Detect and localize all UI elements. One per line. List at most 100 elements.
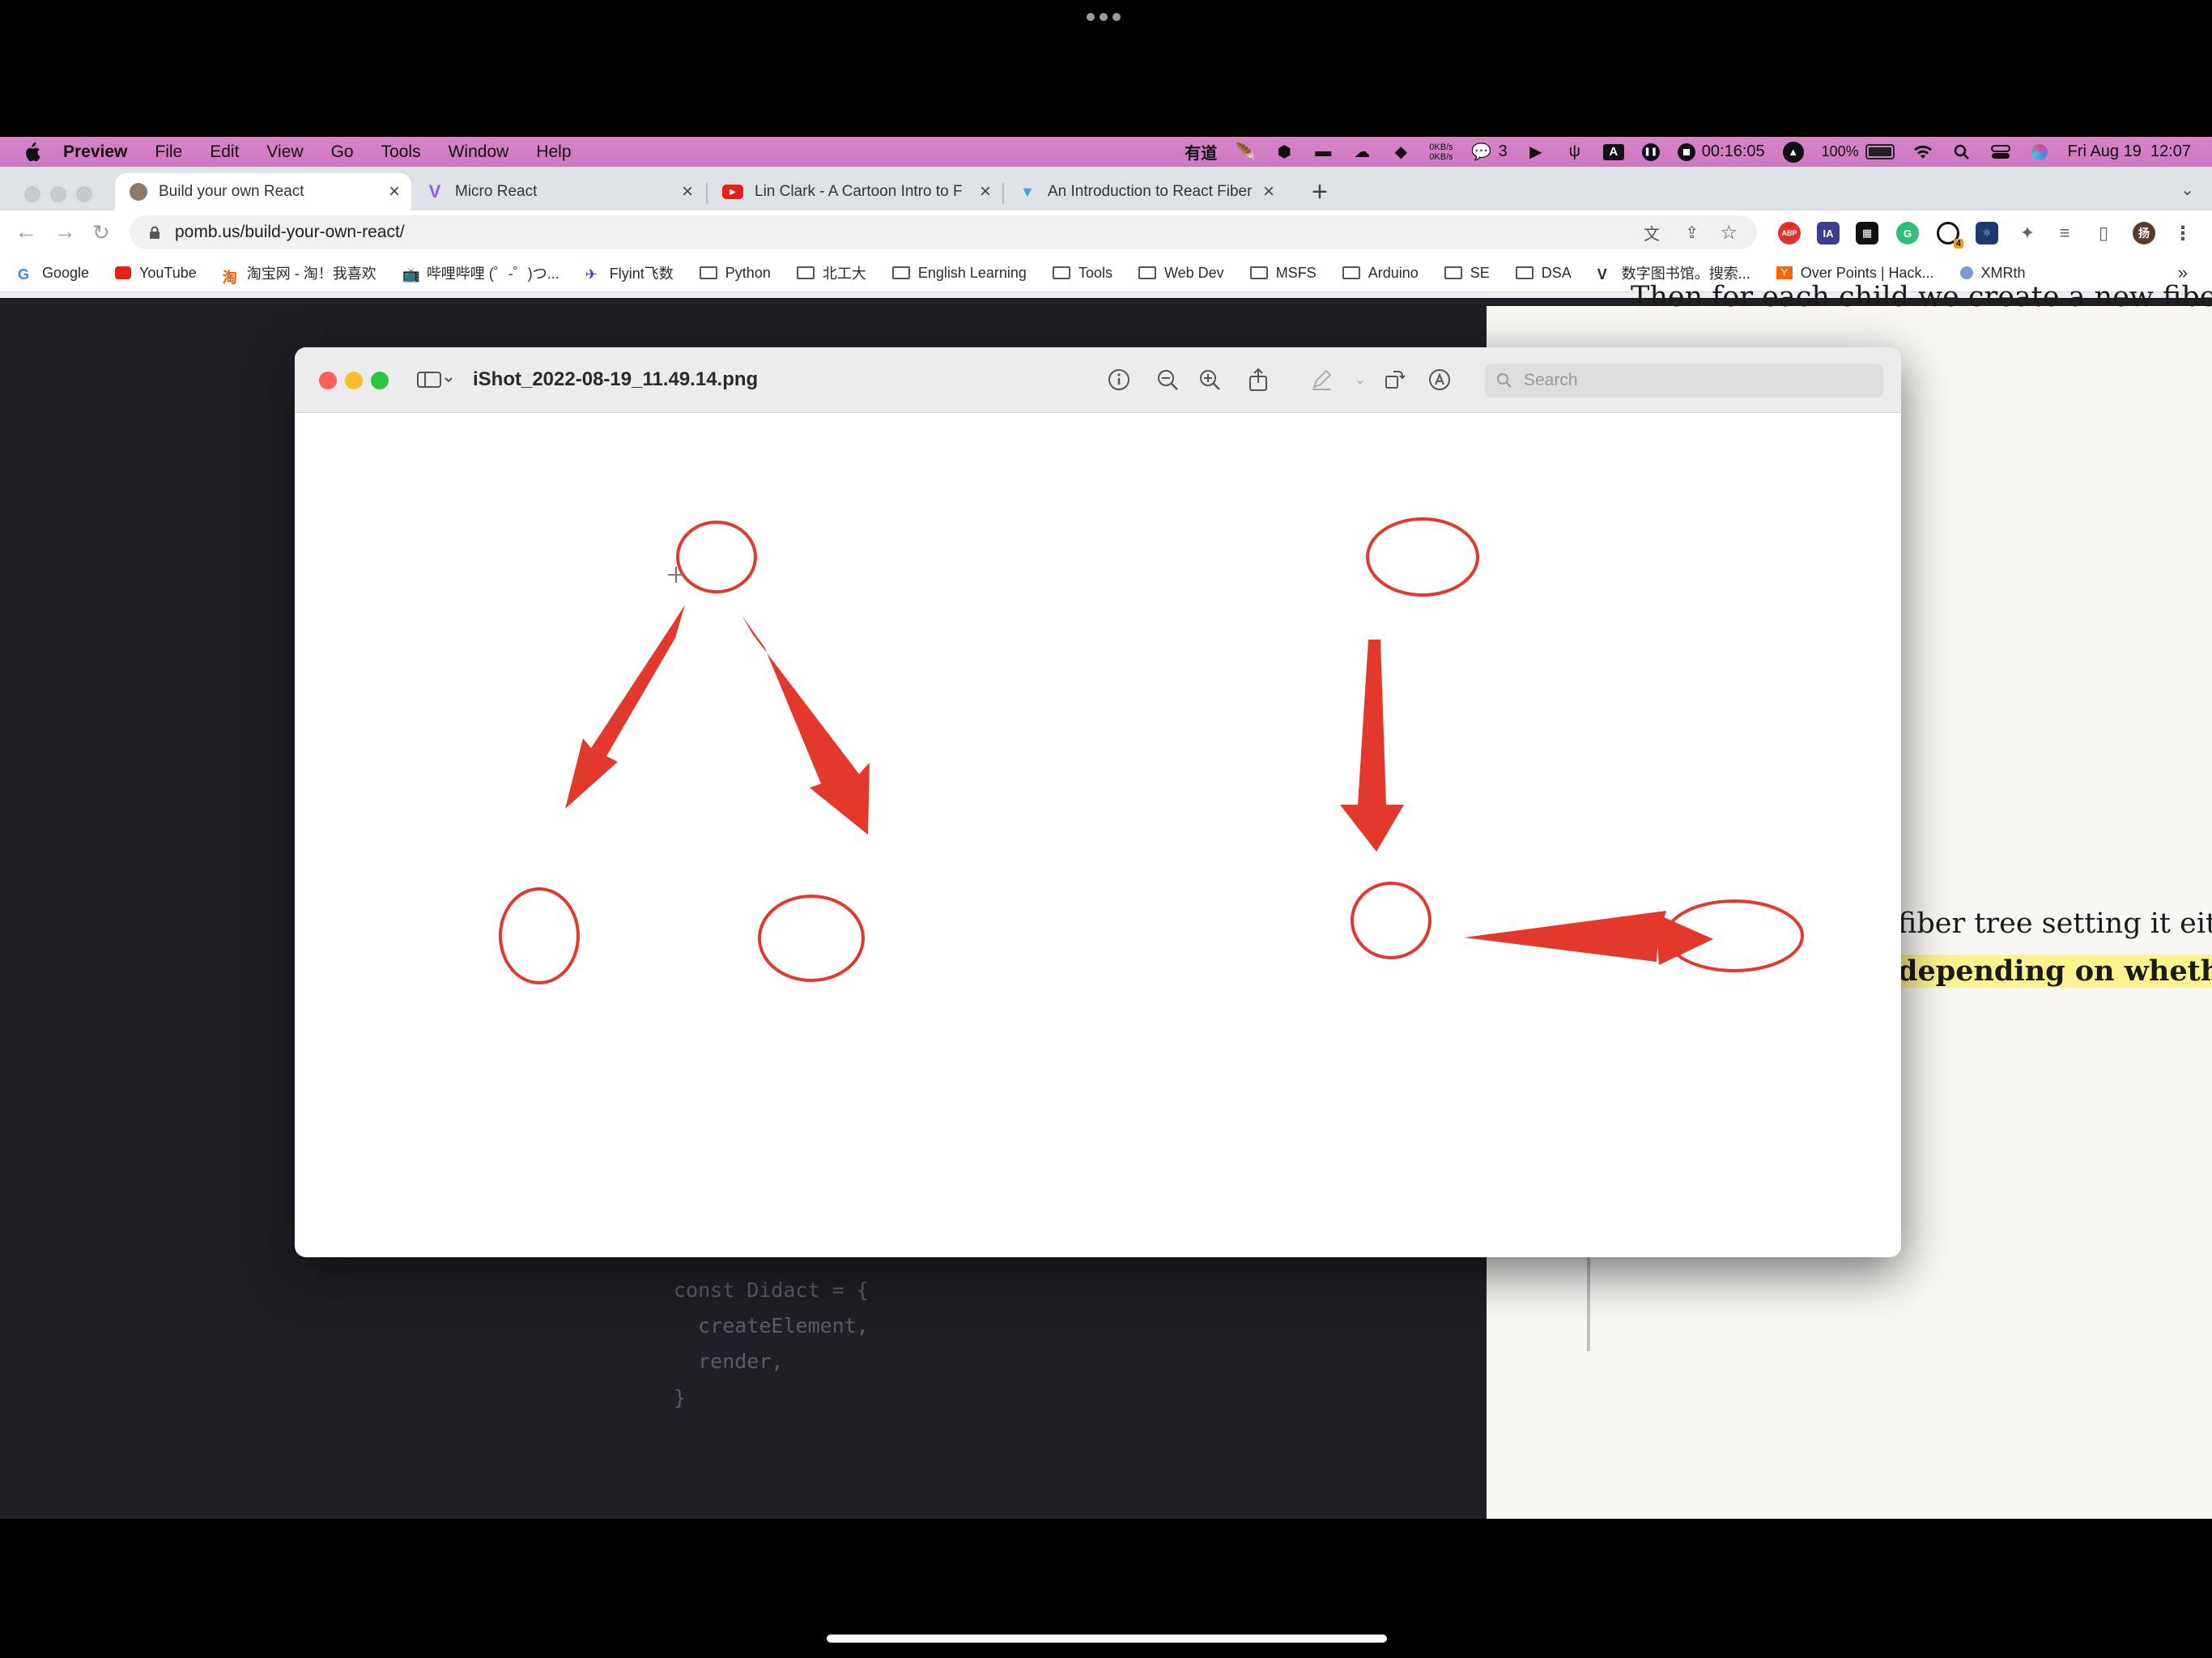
grammarly-extension-icon[interactable]: G (1896, 222, 1919, 244)
browser-toolbar: ← → ↻ pomb.us/build-your-own-react/ 文 ⇪ … (0, 210, 2212, 254)
preview-search-field[interactable]: Search (1485, 363, 1883, 397)
siri-icon[interactable] (2029, 143, 2050, 160)
wifi-icon[interactable] (1912, 144, 1933, 160)
bookmark-folder-bjut[interactable]: 北工大 (796, 262, 866, 283)
menu-view[interactable]: View (266, 142, 304, 161)
search-extension-icon[interactable]: 4 (1937, 222, 1963, 249)
pause-icon[interactable]: ❚❚ (1641, 142, 1660, 161)
bookmark-flyint[interactable]: ✈Flyint飞数 (585, 266, 674, 283)
tab-micro-react[interactable]: V Micro React × (411, 173, 704, 210)
bookmark-folder-tools[interactable]: Tools (1052, 265, 1112, 282)
new-tab-button[interactable]: + (1312, 176, 1328, 207)
bookmark-folder-dsa[interactable]: DSA (1515, 265, 1572, 282)
close-tab-icon[interactable]: × (681, 181, 693, 202)
ia-extension-icon[interactable]: IA (1817, 222, 1840, 244)
cube-icon[interactable]: ⬢ (1277, 143, 1292, 161)
menu-file[interactable]: File (155, 142, 183, 161)
code-line-1: const Didact = { (674, 1278, 869, 1302)
forward-button[interactable]: → (53, 219, 76, 244)
menu-app-name[interactable]: Preview (63, 142, 128, 161)
menu-help[interactable]: Help (536, 142, 572, 161)
zoom-out-icon[interactable] (1153, 365, 1182, 394)
menu-go[interactable]: Go (330, 142, 354, 161)
bookmark-xmrth[interactable]: XMRth (1959, 265, 2026, 282)
translate-icon[interactable]: 文 (1644, 225, 1660, 244)
extensions-puzzle-icon[interactable]: ✦ (2019, 223, 2035, 243)
cat-icon[interactable]: ◆ (1394, 143, 1407, 161)
back-button[interactable]: ← (15, 219, 37, 244)
markup-toolbar-icon[interactable] (1425, 365, 1454, 394)
reload-button[interactable]: ↻ (92, 220, 110, 244)
lock-icon[interactable] (149, 226, 160, 239)
adblock-extension-icon[interactable]: ABP (1778, 222, 1801, 244)
recording-timer: 00:16:05 (1701, 142, 1765, 160)
bookmark-folder-msfs[interactable]: MSFS (1249, 265, 1317, 282)
side-panel-icon[interactable]: ▯ (2098, 223, 2109, 243)
bookmark-bilibili[interactable]: 📺哔哩哔哩 (゜-゜)つ... (402, 266, 559, 283)
bookmark-folder-python[interactable]: Python (699, 265, 771, 282)
input-method-icon[interactable]: A (1602, 143, 1624, 160)
menu-window[interactable]: Window (448, 142, 509, 161)
recording-status[interactable]: 00:16:05 (1677, 142, 1765, 161)
menu-tools[interactable]: Tools (381, 142, 421, 161)
fork-icon[interactable]: ψ (1568, 142, 1580, 160)
reading-list-icon[interactable]: ≡ (2059, 223, 2070, 243)
control-center-icon[interactable] (1990, 144, 2011, 160)
home-indicator[interactable] (827, 1635, 1387, 1643)
preview-close-button[interactable] (319, 372, 337, 389)
fiber-favicon-icon: ▼ (1020, 183, 1035, 200)
close-tab-icon[interactable]: × (388, 181, 400, 202)
window-minimize-button[interactable] (50, 186, 66, 202)
react-devtools-icon[interactable]: ⚛ (1976, 222, 1998, 244)
bookmarks-overflow-icon[interactable]: » (2177, 262, 2188, 283)
close-tab-icon[interactable]: × (979, 181, 991, 202)
bookmark-youtube[interactable]: YouTube (115, 265, 197, 282)
feather-icon[interactable]: 🪶 (1235, 143, 1256, 161)
clapper-icon[interactable]: ▬ (1315, 142, 1332, 160)
window-close-button[interactable] (24, 186, 40, 202)
play-icon[interactable]: ▶ (1529, 143, 1542, 161)
apple-icon[interactable] (23, 142, 40, 162)
bookmark-star-icon[interactable]: ☆ (1720, 221, 1738, 244)
markup-pen-icon[interactable] (1307, 365, 1336, 394)
tab-label: Micro React (455, 183, 538, 200)
tab-search-chevron-icon[interactable]: ⌄ (2180, 181, 2194, 199)
window-zoom-button[interactable] (76, 186, 92, 202)
close-tab-icon[interactable]: × (1262, 181, 1274, 202)
sidebar-toggle-icon[interactable] (413, 365, 458, 394)
markup-chevron-icon[interactable]: ⌄ (1355, 373, 1366, 387)
battery-status[interactable]: 100% (1822, 143, 1895, 160)
tab-build-your-own-react[interactable]: Build your own React × (115, 173, 411, 210)
chrome-menu-icon[interactable]: ⋮ (2173, 222, 2193, 244)
spotlight-search-icon[interactable] (1951, 144, 1972, 160)
multitasking-dots[interactable] (1087, 13, 1125, 24)
address-bar[interactable]: pomb.us/build-your-own-react/ 文 ⇪ ☆ (130, 215, 1757, 249)
wechat-icon: 💬 (1471, 143, 1492, 161)
preview-minimize-button[interactable] (345, 372, 363, 389)
info-icon[interactable] (1104, 365, 1134, 394)
bookmark-taobao[interactable]: 淘淘宝网 - 淘！我喜欢 (222, 266, 376, 286)
profile-avatar[interactable]: 扬 (2133, 222, 2155, 244)
zoom-in-icon[interactable] (1195, 365, 1224, 394)
mac-screen: Preview File Edit View Go Tools Window H… (0, 137, 2212, 1519)
cloud-icon[interactable]: ☁ (1354, 143, 1371, 161)
wechat-status[interactable]: 💬 3 (1471, 142, 1508, 161)
youdao-menu-icon[interactable]: 有道 (1185, 145, 1218, 163)
share-icon[interactable]: ⇪ (1685, 223, 1699, 242)
photo-icon[interactable]: ▲ (1782, 141, 1804, 163)
preview-zoom-button[interactable] (371, 372, 389, 389)
bookmark-folder-arduino[interactable]: Arduino (1342, 265, 1419, 282)
tab-lin-clark[interactable]: ▶ Lin Clark - A Cartoon Intro to F × (708, 173, 1002, 210)
bookmark-folder-webdev[interactable]: Web Dev (1138, 265, 1224, 282)
menu-clock[interactable]: Fri Aug 19 12:07 (2067, 142, 2191, 160)
share-icon[interactable] (1244, 365, 1273, 394)
tab-react-fiber[interactable]: ▼ An Introduction to React Fiber × (1004, 173, 1286, 210)
extension-icon[interactable]: ▦ (1856, 222, 1878, 244)
bookmark-folder-english[interactable]: English Learning (891, 265, 1027, 282)
rotate-icon[interactable] (1380, 365, 1409, 394)
bookmark-folder-se[interactable]: SE (1444, 265, 1490, 282)
menu-edit[interactable]: Edit (210, 142, 240, 161)
